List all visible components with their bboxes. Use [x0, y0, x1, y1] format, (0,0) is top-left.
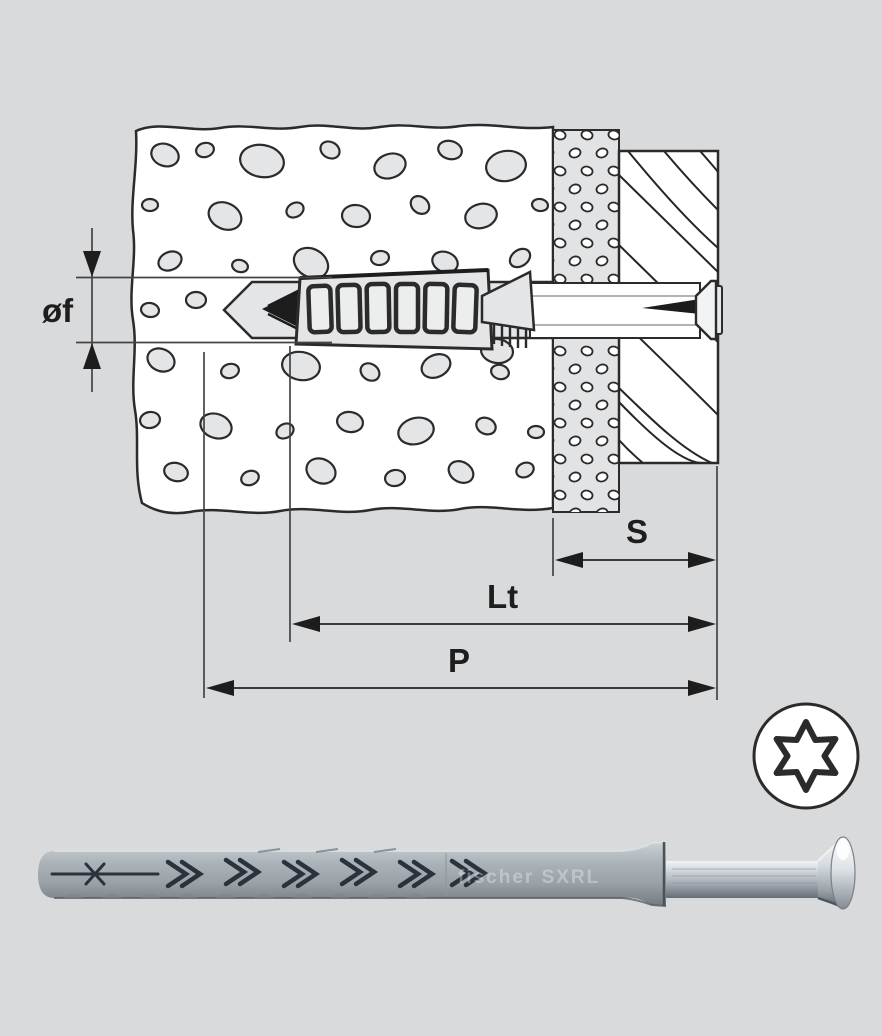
screw-shank-section	[642, 299, 700, 314]
dimension-of: øf	[42, 251, 101, 369]
screw-head	[817, 836, 856, 910]
label-drill-depth: P	[448, 642, 470, 679]
plug-marking-text: fischer SXRL	[458, 867, 600, 888]
nylon-plug: fischer SXRL	[38, 841, 667, 907]
label-anchor-length: Lt	[487, 578, 518, 615]
dimension-lt: Lt	[292, 578, 716, 632]
anchor-collar	[480, 270, 536, 348]
screw	[666, 836, 856, 910]
screw-shank	[666, 861, 820, 898]
product-photo: fischer SXRL	[38, 836, 856, 910]
torx-drive-icon	[752, 702, 860, 810]
label-hole-diameter: øf	[42, 292, 74, 329]
aggregate-stones	[138, 139, 550, 488]
dimension-s: S	[555, 513, 716, 568]
expansion-sleeve	[294, 268, 494, 351]
anchor-cross-section	[222, 268, 723, 351]
plug-tip-slot	[50, 862, 160, 886]
plug-chevron-cuts	[168, 848, 484, 886]
countersunk-head-section	[694, 279, 723, 341]
label-fixture-thickness: S	[626, 513, 648, 550]
dimension-p: P	[206, 642, 716, 696]
wood-grain-lines	[619, 151, 718, 463]
torx-star-icon	[773, 719, 839, 793]
dimensions: øf S Lt P	[42, 228, 718, 700]
